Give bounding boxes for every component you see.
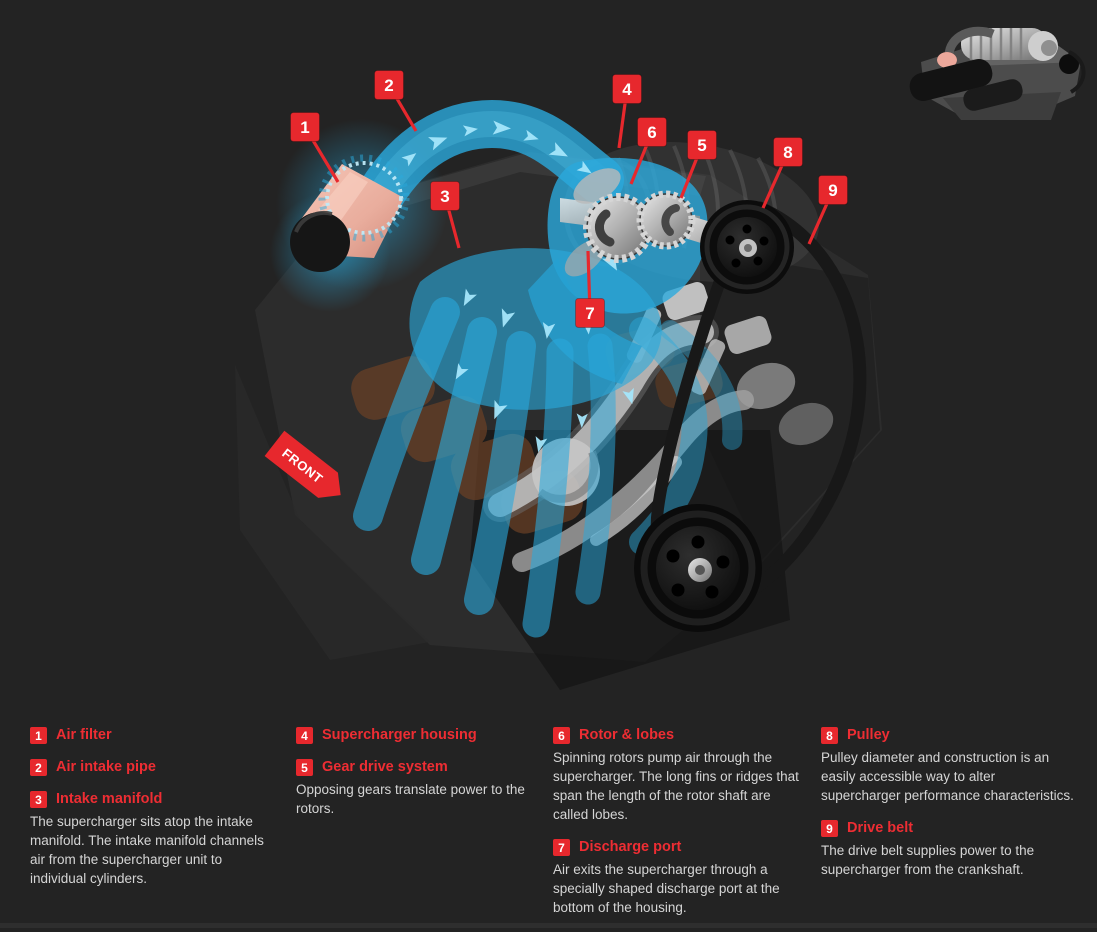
legend-item-description: The supercharger sits atop the intake ma… xyxy=(30,814,264,886)
legend-number-badge: 9 xyxy=(821,820,838,837)
lower-pulley xyxy=(634,504,762,632)
legend-number-badge: 6 xyxy=(553,727,570,744)
legend-number-badge: 2 xyxy=(30,759,47,776)
bottom-divider xyxy=(0,923,1097,928)
legend-item-title: Intake manifold xyxy=(56,791,163,807)
legend-column-4: 8 Pulley Pulley diameter and constructio… xyxy=(821,727,1074,932)
legend-item-title: Air filter xyxy=(56,727,112,743)
thumbnail-air-filter xyxy=(937,52,957,68)
legend-item-description: The drive belt supplies power to the sup… xyxy=(821,843,1035,877)
legend-item-description: Pulley diameter and construction is an e… xyxy=(821,750,1074,803)
callout-marker-1[interactable]: 1 xyxy=(290,112,340,183)
legend: 1 Air filter 2 Air intake pipe 3 Intake … xyxy=(30,727,1076,932)
callout-marker-5[interactable]: 5 xyxy=(679,130,717,199)
thumbnail-pulley xyxy=(1059,54,1079,74)
air-filter xyxy=(290,154,410,272)
callout-marker-6[interactable]: 6 xyxy=(629,117,667,185)
callout-marker-4[interactable]: 4 xyxy=(612,74,642,149)
legend-number-badge: 7 xyxy=(553,839,570,856)
legend-item-title: Supercharger housing xyxy=(322,727,477,743)
legend-item-drive-belt: 9 Drive belt The drive belt supplies pow… xyxy=(821,820,1074,879)
legend-number-badge: 5 xyxy=(296,759,313,776)
callout-marker-2[interactable]: 2 xyxy=(374,70,418,132)
legend-column-2: 4 Supercharger housing 5 Gear drive syst… xyxy=(296,727,537,932)
legend-item-title: Pulley xyxy=(847,727,890,743)
thumbnail-intake-duct xyxy=(909,59,993,101)
legend-item-title: Discharge port xyxy=(579,839,682,855)
callout-marker-8[interactable]: 8 xyxy=(761,137,803,209)
callout-number: 1 xyxy=(300,118,309,137)
callout-number: 2 xyxy=(384,76,393,95)
callout-marker-7[interactable]: 7 xyxy=(575,250,605,328)
legend-item-description: Air exits the supercharger through a spe… xyxy=(553,862,780,915)
legend-item-supercharger-housing: 4 Supercharger housing xyxy=(296,727,537,744)
callout-number: 3 xyxy=(440,187,449,206)
legend-number-badge: 4 xyxy=(296,727,313,744)
legend-item-title: Rotor & lobes xyxy=(579,727,675,743)
callout-marker-9[interactable]: 9 xyxy=(807,175,848,245)
legend-item-title: Drive belt xyxy=(847,820,914,836)
upper-pulley xyxy=(700,200,794,294)
legend-column-1: 1 Air filter 2 Air intake pipe 3 Intake … xyxy=(30,727,280,932)
callout-markers: 1 2 3 4 5 6 7 8 9 xyxy=(290,70,848,328)
legend-item-description: Spinning rotors pump air through the sup… xyxy=(553,750,799,822)
legend-item-discharge-port: 7 Discharge port Air exits the superchar… xyxy=(553,839,805,917)
legend-item-intake-manifold: 3 Intake manifold The supercharger sits … xyxy=(30,791,280,888)
callout-number: 9 xyxy=(828,181,837,200)
legend-column-3: 6 Rotor & lobes Spinning rotors pump air… xyxy=(553,727,805,932)
callout-number: 7 xyxy=(585,304,594,323)
callout-number: 8 xyxy=(783,143,792,162)
legend-number-badge: 1 xyxy=(30,727,47,744)
legend-item-title: Gear drive system xyxy=(322,759,448,775)
legend-item-air-intake-pipe: 2 Air intake pipe xyxy=(30,759,280,776)
front-tag: FRONT xyxy=(264,430,341,498)
legend-item-title: Air intake pipe xyxy=(56,759,156,775)
legend-number-badge: 8 xyxy=(821,727,838,744)
callout-marker-3[interactable]: 3 xyxy=(430,181,461,249)
callout-number: 6 xyxy=(647,123,656,142)
callout-number: 4 xyxy=(622,80,632,99)
legend-number-badge: 3 xyxy=(30,791,47,808)
manifold-runners xyxy=(353,297,743,638)
legend-item-gear-drive-system: 5 Gear drive system Opposing gears trans… xyxy=(296,759,537,818)
legend-item-rotor-lobes: 6 Rotor & lobes Spinning rotors pump air… xyxy=(553,727,805,824)
legend-item-air-filter: 1 Air filter xyxy=(30,727,280,744)
legend-item-pulley: 8 Pulley Pulley diameter and constructio… xyxy=(821,727,1074,805)
legend-item-description: Opposing gears translate power to the ro… xyxy=(296,782,525,816)
callout-number: 5 xyxy=(697,136,706,155)
engine-thumbnail xyxy=(909,26,1086,120)
rotor-gears xyxy=(564,168,696,277)
